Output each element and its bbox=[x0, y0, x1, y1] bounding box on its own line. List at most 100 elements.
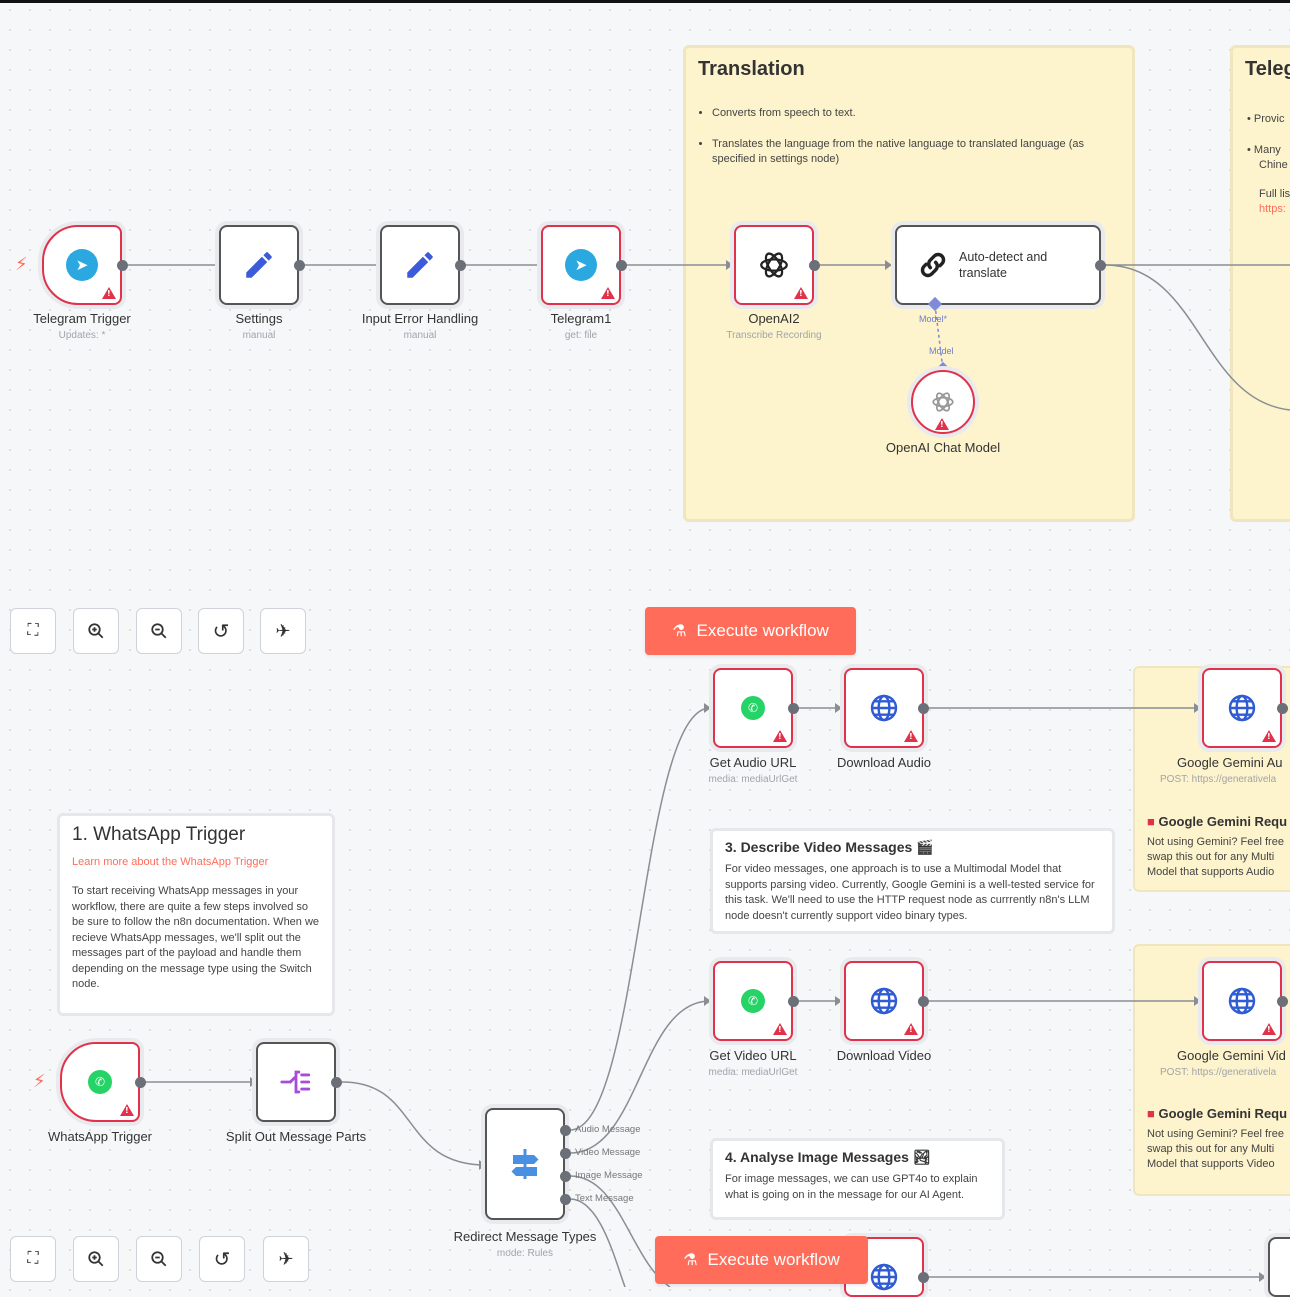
get-video-url-node[interactable]: ✆ bbox=[713, 961, 793, 1041]
tidy-up-button[interactable]: ✈ bbox=[260, 608, 306, 654]
node-label: Input Error Handling bbox=[361, 311, 479, 326]
pencil-icon bbox=[407, 252, 433, 278]
execute-workflow-button[interactable]: ⚗ Execute workflow bbox=[645, 607, 856, 655]
node-subtitle: manual bbox=[403, 330, 437, 341]
node-label: Download Audio bbox=[837, 755, 931, 770]
flag-icon: ■ bbox=[1147, 814, 1155, 829]
input-error-handling-node[interactable] bbox=[380, 225, 460, 305]
execute-workflow-button[interactable]: ⚗ Execute workflow bbox=[655, 1236, 868, 1284]
node-label: Get Video URL bbox=[709, 1048, 797, 1063]
openai2-node[interactable] bbox=[734, 225, 814, 305]
telegram-sticky-title: Teleg bbox=[1245, 58, 1290, 80]
output-port[interactable] bbox=[616, 260, 627, 271]
node-label: Download Video bbox=[836, 1048, 932, 1063]
translation-bullet: Converts from speech to text. bbox=[712, 106, 1122, 121]
node-label: Auto-detect and translate bbox=[959, 250, 1048, 280]
note-title-text: Google Gemini Requ bbox=[1158, 1106, 1288, 1121]
tidy-icon: ✈ bbox=[278, 1248, 294, 1269]
output-port[interactable] bbox=[294, 260, 305, 271]
output-port[interactable] bbox=[117, 260, 128, 271]
window-top-edge bbox=[0, 0, 1290, 3]
flag-icon: ■ bbox=[1147, 1106, 1155, 1121]
port-label: Model* bbox=[919, 314, 948, 324]
output-port[interactable] bbox=[788, 703, 799, 714]
node-subtitle: manual bbox=[242, 330, 276, 341]
switch-icon bbox=[511, 1149, 539, 1179]
warning-icon bbox=[773, 730, 787, 742]
download-video-node[interactable] bbox=[844, 961, 924, 1041]
output-port[interactable] bbox=[809, 260, 820, 271]
arrow-head bbox=[479, 1160, 486, 1170]
note-title: 1. WhatsApp Trigger bbox=[72, 824, 246, 845]
offscreen-node[interactable] bbox=[1268, 1237, 1290, 1297]
openai-chat-model-node[interactable] bbox=[911, 370, 975, 434]
node-subtitle: media: mediaUrlGet bbox=[708, 1067, 798, 1078]
arrow-head bbox=[1259, 1272, 1266, 1282]
telegram1-node[interactable]: ➤ bbox=[541, 225, 621, 305]
output-port[interactable] bbox=[918, 703, 929, 714]
execute-workflow-label: Execute workflow bbox=[707, 1250, 840, 1269]
output-port[interactable] bbox=[1095, 260, 1106, 271]
fit-view-button[interactable]: ⛶ bbox=[10, 1236, 56, 1282]
reset-zoom-button[interactable]: ↺ bbox=[198, 608, 244, 654]
output-port[interactable] bbox=[560, 1194, 571, 1205]
output-port[interactable] bbox=[560, 1171, 571, 1182]
output-port[interactable] bbox=[1277, 996, 1288, 1007]
reset-zoom-button[interactable]: ↺ bbox=[199, 1236, 245, 1282]
output-port[interactable] bbox=[560, 1125, 571, 1136]
auto-detect-translate-node[interactable]: Auto-detect and translate bbox=[895, 225, 1101, 305]
output-port[interactable] bbox=[918, 996, 929, 1007]
warning-icon bbox=[1262, 1023, 1276, 1035]
output-port[interactable] bbox=[560, 1148, 571, 1159]
settings-node[interactable] bbox=[219, 225, 299, 305]
redirect-message-types-node[interactable] bbox=[485, 1108, 565, 1220]
globe-icon bbox=[870, 987, 898, 1015]
zoom-out-icon bbox=[151, 623, 167, 639]
output-port[interactable] bbox=[135, 1077, 146, 1088]
node-subtitle: mode: Rules bbox=[496, 1248, 554, 1259]
whatsapp-docs-link[interactable]: Learn more about the WhatsApp Trigger bbox=[72, 856, 269, 868]
split-out-node[interactable] bbox=[256, 1042, 336, 1122]
zoom-in-button[interactable] bbox=[73, 1236, 119, 1282]
get-audio-url-node[interactable]: ✆ bbox=[713, 668, 793, 748]
download-audio-node[interactable] bbox=[844, 668, 924, 748]
globe-icon bbox=[870, 1263, 898, 1291]
node-label: Google Gemini Au bbox=[1177, 755, 1283, 770]
zoom-in-button[interactable] bbox=[73, 608, 119, 654]
whatsapp-trigger-node[interactable]: ✆ bbox=[60, 1042, 140, 1122]
pencil-icon bbox=[246, 252, 272, 278]
output-port[interactable] bbox=[331, 1077, 342, 1088]
telegram-trigger-node[interactable]: ➤ bbox=[42, 225, 122, 305]
telegram-sticky[interactable]: Teleg • Provic • Many Chine Full lis htt… bbox=[1230, 45, 1290, 522]
zoom-out-button[interactable] bbox=[136, 1236, 182, 1282]
node-label: Settings bbox=[235, 311, 283, 326]
zoom-out-button[interactable] bbox=[136, 608, 182, 654]
gemini-video-node[interactable] bbox=[1202, 961, 1282, 1041]
describe-video-note[interactable]: 3. Describe Video Messages 🎬 For video m… bbox=[710, 828, 1115, 934]
note-title: ■ Google Gemini Requ bbox=[1147, 814, 1290, 829]
node-subtitle: Updates: * bbox=[58, 330, 106, 341]
output-port[interactable] bbox=[788, 996, 799, 1007]
analyse-image-note[interactable]: 4. Analyse Image Messages 🏞 For image me… bbox=[710, 1138, 1005, 1220]
tidy-up-button[interactable]: ✈ bbox=[263, 1236, 309, 1282]
output-port[interactable] bbox=[1277, 703, 1288, 714]
output-port[interactable] bbox=[455, 260, 466, 271]
output-port[interactable] bbox=[918, 1272, 929, 1283]
warning-icon bbox=[601, 287, 615, 299]
whatsapp-trigger-note[interactable]: 1. WhatsApp Trigger Learn more about the… bbox=[57, 813, 335, 1016]
gemini-audio-node[interactable] bbox=[1202, 668, 1282, 748]
note-title: 3. Describe Video Messages 🎬 bbox=[725, 839, 934, 855]
translation-sticky-title: Translation bbox=[698, 58, 805, 80]
reset-icon: ↺ bbox=[212, 620, 230, 643]
note-title: ■ Google Gemini Requ bbox=[1147, 1106, 1290, 1121]
openai-icon bbox=[932, 392, 954, 412]
note-body: Not using Gemini? Feel free swap this ou… bbox=[1147, 1128, 1284, 1170]
warning-icon bbox=[794, 287, 808, 299]
whatsapp-icon: ✆ bbox=[741, 696, 765, 720]
node-label: WhatsApp Trigger bbox=[47, 1129, 153, 1144]
fit-view-button[interactable]: ⛶ bbox=[10, 608, 56, 654]
node-label: Google Gemini Vid bbox=[1177, 1048, 1286, 1063]
arrow-head bbox=[885, 260, 892, 270]
telegram-sticky-link[interactable]: https: bbox=[1259, 203, 1286, 215]
arrow-head bbox=[1194, 996, 1201, 1006]
